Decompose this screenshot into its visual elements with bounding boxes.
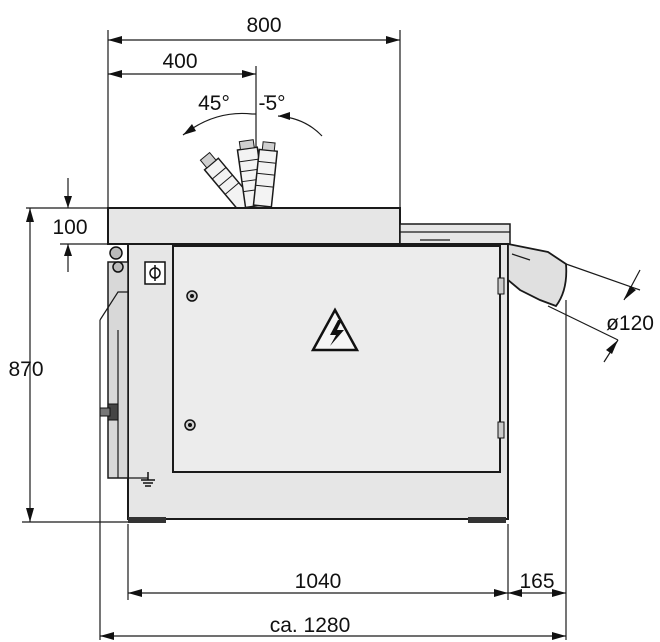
socket-icon bbox=[144, 261, 166, 285]
dimension-400: 400 bbox=[108, 50, 257, 148]
door-hinges bbox=[497, 277, 505, 439]
dimension-1280-label: ca. 1280 bbox=[270, 614, 351, 637]
dimension-1280: ca. 1280 bbox=[100, 614, 566, 640]
tool-handles bbox=[199, 139, 279, 214]
outlet-hose bbox=[507, 242, 568, 308]
cabinet-feet bbox=[128, 517, 506, 523]
dimension-100-label: 100 bbox=[52, 216, 87, 239]
door-screws bbox=[184, 290, 198, 431]
ground-symbol-icon bbox=[141, 472, 155, 487]
dimension-800: 800 bbox=[107, 14, 401, 212]
dimension-870: 870 bbox=[8, 208, 128, 523]
side-knob bbox=[99, 403, 119, 421]
clamp-lever bbox=[109, 246, 124, 273]
high-voltage-warning-icon bbox=[310, 307, 360, 352]
dimension-870-label: 870 bbox=[8, 358, 43, 381]
dimension-1040: 1040 bbox=[128, 570, 508, 597]
door-panel bbox=[172, 245, 501, 473]
dimension-1040-label: 1040 bbox=[295, 570, 342, 593]
top-plate-extension bbox=[399, 223, 511, 245]
dimension-100: 100 bbox=[26, 178, 108, 272]
dimension-diameter: ø120 bbox=[547, 263, 654, 363]
top-plate bbox=[107, 207, 401, 245]
dimension-165: 165 bbox=[508, 570, 566, 597]
dimension-diameter-label: ø120 bbox=[606, 312, 654, 335]
angle-minus5-label: -5° bbox=[258, 92, 285, 115]
dimension-800-label: 800 bbox=[246, 14, 281, 37]
angle-45-label: 45° bbox=[198, 92, 230, 115]
angle-indicators: 45° -5° bbox=[182, 92, 323, 137]
dimension-165-label: 165 bbox=[519, 570, 554, 593]
dimension-400-label: 400 bbox=[162, 50, 197, 73]
extension-lines bbox=[99, 300, 567, 640]
